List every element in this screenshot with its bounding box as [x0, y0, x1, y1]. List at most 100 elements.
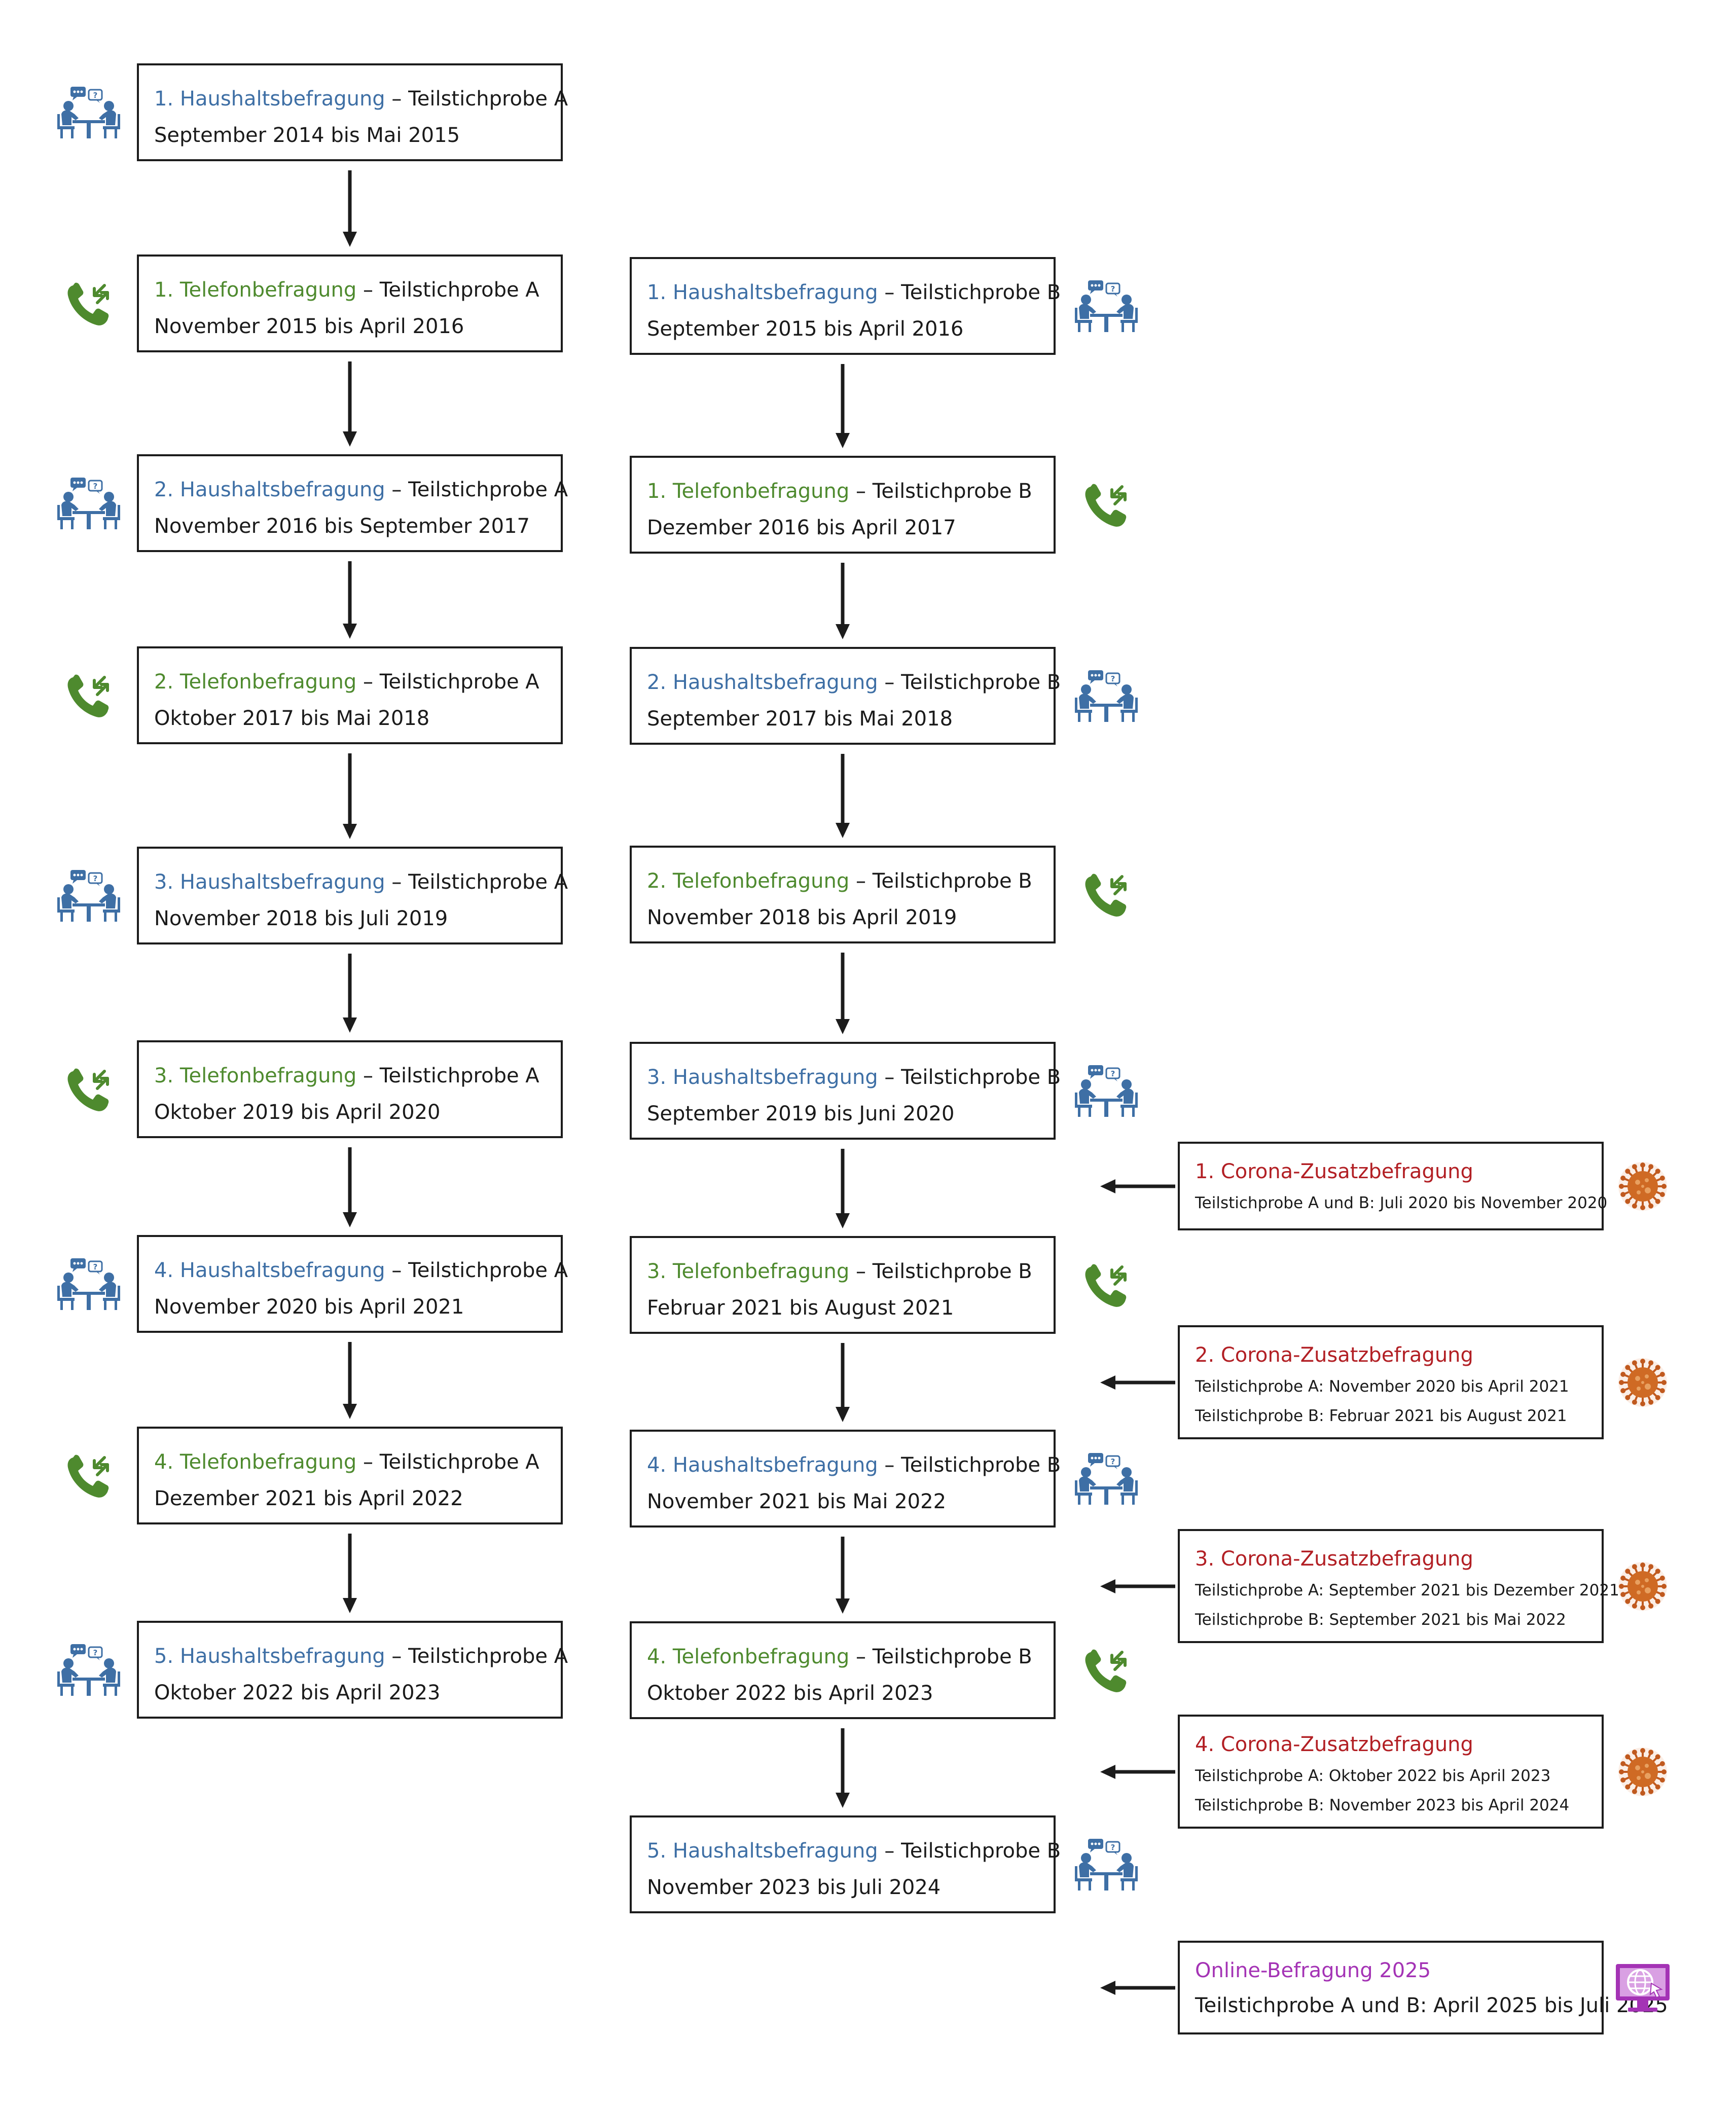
supplement-period: Teilstichprobe A und B: Juli 2020 bis No…	[1195, 1194, 1608, 1212]
phone-call-icon	[1083, 481, 1129, 531]
wave-title: 4. Haushaltsbefragung	[154, 1259, 385, 1282]
wave-title-line: 1. Haushaltsbefragung – Teilstichprobe A	[154, 81, 568, 117]
wave-title: 3. Telefonbefragung	[154, 1064, 357, 1087]
wave-title: 5. Haushaltsbefragung	[647, 1839, 878, 1863]
supplement-period: Teilstichprobe A: Oktober 2022 bis April…	[1195, 1767, 1551, 1785]
virus-icon	[1617, 1747, 1668, 1799]
flow-arrow-down	[343, 170, 357, 247]
svg-text:?: ?	[93, 874, 97, 883]
wave-subsample: – Teilstichprobe B	[878, 1066, 1061, 1089]
wave-title: 1. Haushaltsbefragung	[647, 281, 878, 304]
supplement-title: 1. Corona-Zusatzbefragung	[1195, 1160, 1473, 1183]
wave-period: Oktober 2019 bis April 2020	[154, 1101, 441, 1124]
wave-subsample: – Teilstichprobe B	[849, 1645, 1032, 1668]
wave-title: 2. Telefonbefragung	[647, 869, 850, 893]
household-interview-icon: ?	[1074, 1063, 1138, 1121]
wave-box-teilstichprobe-b: 4. Haushaltsbefragung – Teilstichprobe B…	[630, 1430, 1061, 1528]
flow-arrow-down	[836, 754, 850, 838]
wave-title: 3. Telefonbefragung	[647, 1260, 850, 1283]
svg-text:?: ?	[1110, 1843, 1115, 1852]
wave-title-line: 4. Telefonbefragung – Teilstichprobe A	[154, 1444, 547, 1480]
wave-title-line: 1. Telefonbefragung – Teilstichprobe A	[154, 272, 547, 308]
household-interview-icon: ?	[57, 476, 121, 533]
svg-text:?: ?	[93, 1262, 97, 1271]
flow-arrow-down	[836, 1149, 850, 1228]
wave-period: Oktober 2017 bis Mai 2018	[154, 707, 430, 730]
wave-subsample: – Teilstichprobe A	[385, 1259, 568, 1282]
phone-call-icon	[1083, 870, 1129, 921]
phone-call-icon	[66, 671, 112, 721]
svg-text:?: ?	[93, 482, 97, 491]
supplement-period: Teilstichprobe B: September 2021 bis Mai…	[1195, 1611, 1566, 1629]
wave-period: November 2018 bis April 2019	[647, 906, 957, 929]
wave-box-teilstichprobe-b: 1. Telefonbefragung – Teilstichprobe B De…	[630, 456, 1056, 554]
supplement-period: Teilstichprobe B: November 2023 bis Apri…	[1195, 1796, 1570, 1814]
flow-arrow-down	[836, 1537, 850, 1614]
flow-arrow-left	[1100, 1375, 1175, 1390]
wave-title: 1. Telefonbefragung	[647, 480, 850, 503]
wave-period: Oktober 2022 bis April 2023	[154, 1681, 441, 1704]
wave-period: Dezember 2016 bis April 2017	[647, 516, 956, 539]
wave-title-line: 2. Haushaltsbefragung – Teilstichprobe A	[154, 471, 568, 508]
wave-period: November 2023 bis Juli 2024	[647, 1876, 941, 1899]
supplement-period: Teilstichprobe B: Februar 2021 bis Augus…	[1195, 1407, 1567, 1425]
supplement-period: Teilstichprobe A und B: April 2025 bis J…	[1195, 1994, 1668, 2017]
wave-period: September 2017 bis Mai 2018	[647, 707, 953, 731]
flow-arrow-left	[1100, 1980, 1175, 1995]
wave-subsample: – Teilstichprobe B	[849, 869, 1032, 893]
wave-period: November 2016 bis September 2017	[154, 515, 530, 538]
phone-call-icon	[1083, 1261, 1129, 1311]
wave-title-line: 5. Haushaltsbefragung – Teilstichprobe A	[154, 1638, 568, 1675]
household-interview-icon: ?	[1074, 278, 1138, 336]
phone-call-icon	[66, 1065, 112, 1115]
svg-text:?: ?	[93, 91, 97, 100]
svg-text:?: ?	[93, 1648, 97, 1657]
household-interview-icon: ?	[57, 868, 121, 926]
wave-subsample: – Teilstichprobe B	[878, 671, 1061, 694]
wave-box-teilstichprobe-b: 5. Haushaltsbefragung – Teilstichprobe B…	[630, 1815, 1061, 1913]
wave-period: November 2018 bis Juli 2019	[154, 907, 448, 930]
wave-title-line: 4. Haushaltsbefragung – Teilstichprobe B	[647, 1447, 1061, 1483]
wave-title-line: 1. Haushaltsbefragung – Teilstichprobe B	[647, 274, 1061, 311]
online-survey-monitor-icon	[1615, 1961, 1671, 2016]
svg-text:?: ?	[1110, 1457, 1115, 1466]
wave-title-line: 3. Haushaltsbefragung – Teilstichprobe B	[647, 1059, 1061, 1096]
flow-arrow-left	[1100, 1579, 1175, 1593]
wave-subsample: – Teilstichprobe B	[849, 480, 1032, 503]
wave-subsample: – Teilstichprobe A	[356, 1450, 539, 1474]
phone-call-icon	[1083, 1646, 1129, 1696]
svg-text:?: ?	[1110, 1069, 1115, 1078]
wave-title: 2. Haushaltsbefragung	[154, 478, 385, 501]
wave-period: September 2014 bis Mai 2015	[154, 124, 460, 147]
wave-period: September 2019 bis Juni 2020	[647, 1102, 955, 1125]
wave-box-teilstichprobe-b: 3. Haushaltsbefragung – Teilstichprobe B…	[630, 1042, 1061, 1140]
wave-subsample: – Teilstichprobe B	[849, 1260, 1032, 1283]
wave-subsample: – Teilstichprobe A	[385, 478, 568, 501]
wave-subsample: – Teilstichprobe A	[356, 670, 539, 694]
flow-arrow-down	[836, 364, 850, 448]
phone-call-icon	[66, 279, 112, 330]
wave-subsample: – Teilstichprobe B	[878, 281, 1061, 304]
wave-title-line: 3. Haushaltsbefragung – Teilstichprobe A	[154, 864, 568, 900]
flow-arrow-down	[343, 1534, 357, 1613]
wave-box-teilstichprobe-a: 4. Haushaltsbefragung – Teilstichprobe A…	[137, 1235, 568, 1333]
wave-period: Februar 2021 bis August 2021	[647, 1296, 954, 1320]
flow-arrow-down	[343, 954, 357, 1033]
wave-box-teilstichprobe-a: 5. Haushaltsbefragung – Teilstichprobe A…	[137, 1621, 568, 1719]
wave-box-teilstichprobe-b: 3. Telefonbefragung – Teilstichprobe B Fe…	[630, 1236, 1056, 1334]
household-interview-icon: ?	[1074, 668, 1138, 726]
wave-title: 1. Telefonbefragung	[154, 278, 357, 302]
wave-title: 5. Haushaltsbefragung	[154, 1645, 385, 1668]
flow-arrow-down	[343, 361, 357, 447]
wave-subsample: – Teilstichprobe A	[385, 87, 568, 111]
supplement-title: Online-Befragung 2025	[1195, 1959, 1431, 1982]
wave-title-line: 4. Telefonbefragung – Teilstichprobe B	[647, 1639, 1039, 1675]
wave-subsample: – Teilstichprobe B	[878, 1839, 1061, 1863]
supplement-title: 3. Corona-Zusatzbefragung	[1195, 1547, 1473, 1571]
flow-arrow-down	[836, 563, 850, 639]
wave-subsample: – Teilstichprobe A	[356, 278, 539, 302]
